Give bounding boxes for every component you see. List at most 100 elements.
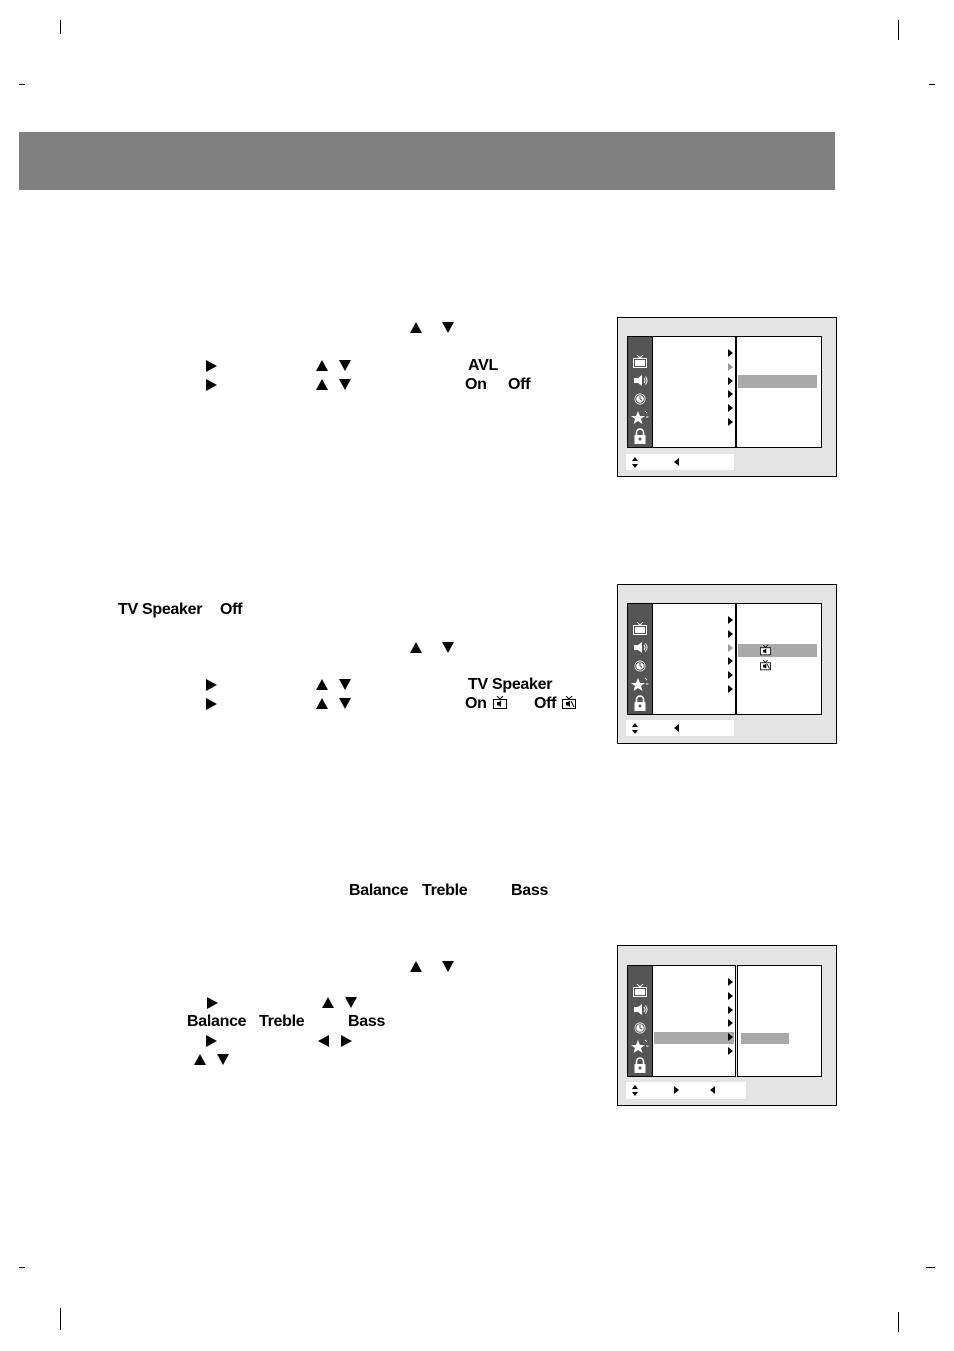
right-arrow-icon	[674, 1086, 679, 1094]
right-arrow-icon	[206, 379, 217, 391]
bass-keyword: Bass	[511, 882, 549, 899]
submenu-arrow-icon	[728, 390, 733, 398]
option-list	[736, 603, 822, 715]
selected-menu-highlight	[654, 1032, 734, 1044]
submenu-arrow-icon	[728, 630, 733, 638]
crop-mark	[19, 84, 25, 85]
menu-icon-bar	[627, 965, 653, 1077]
right-arrow-icon	[207, 997, 218, 1009]
submenu-arrow-icon	[728, 685, 733, 693]
left-arrow-icon	[674, 458, 679, 466]
osd-screen-avl	[617, 317, 837, 477]
down-arrow-icon	[345, 997, 357, 1008]
submenu-arrow-icon	[728, 377, 733, 385]
down-arrow-icon	[217, 1054, 229, 1065]
bass-keyword: Bass	[348, 1013, 386, 1030]
speaker-icon	[634, 642, 648, 653]
selected-option-highlight	[738, 644, 817, 657]
lock-icon	[634, 1057, 646, 1073]
left-arrow-icon	[318, 1035, 329, 1047]
tv-speaker-keyword: TV Speaker	[468, 676, 553, 693]
submenu-arrow-icon	[728, 978, 733, 986]
submenu-arrow-icon	[728, 992, 733, 1000]
up-arrow-icon	[316, 360, 328, 371]
tv-icon	[633, 622, 647, 635]
right-arrow-icon	[206, 679, 217, 691]
submenu-arrow-icon	[728, 671, 733, 679]
balance-keyword: Balance	[187, 1013, 247, 1030]
submenu-arrow-icon	[728, 349, 733, 357]
submenu-arrow-icon	[728, 1019, 733, 1027]
tv-speaker-off-icon	[760, 660, 771, 671]
tv-speaker-on-icon	[760, 645, 771, 656]
up-arrow-icon	[410, 642, 422, 653]
submenu-arrow-icon	[728, 657, 733, 665]
crop-mark	[898, 20, 899, 40]
tv-speaker-keyword: TV Speaker	[118, 601, 203, 618]
submenu-arrow-icon	[728, 644, 733, 652]
option-list	[736, 336, 822, 448]
balance-keyword: Balance	[349, 882, 409, 899]
menu-icon-bar	[627, 603, 653, 715]
selected-option-highlight	[738, 375, 817, 388]
submenu-arrow-icon	[728, 418, 733, 426]
selected-option-highlight	[741, 1033, 789, 1044]
avl-keyword: AVL	[468, 357, 498, 374]
up-down-icon	[632, 457, 638, 468]
up-down-icon	[632, 723, 638, 734]
left-arrow-icon	[710, 1086, 715, 1094]
down-arrow-icon	[339, 698, 351, 709]
menu-list	[652, 336, 736, 448]
up-arrow-icon	[410, 961, 422, 972]
up-arrow-icon	[316, 379, 328, 390]
submenu-arrow-icon	[728, 363, 733, 371]
down-arrow-icon	[339, 379, 351, 390]
osd-nav-bar	[626, 720, 734, 736]
star-icon	[631, 677, 649, 691]
osd-nav-bar	[626, 454, 734, 470]
speaker-icon	[634, 1004, 648, 1015]
down-arrow-icon	[339, 360, 351, 371]
tv-icon	[633, 355, 647, 368]
star-icon	[631, 1039, 649, 1053]
speaker-icon	[634, 375, 648, 386]
treble-keyword: Treble	[422, 882, 468, 899]
crop-mark	[60, 20, 61, 34]
right-arrow-icon	[206, 1035, 217, 1047]
up-arrow-icon	[316, 698, 328, 709]
osd-screen-tv-speaker	[617, 584, 837, 744]
option-list	[737, 965, 822, 1077]
clock-icon	[634, 660, 646, 672]
clock-icon	[634, 393, 646, 405]
down-arrow-icon	[442, 322, 454, 333]
up-arrow-icon	[316, 679, 328, 690]
menu-icon-bar	[627, 336, 653, 448]
on-keyword: On	[465, 695, 487, 712]
osd-screen-balance	[617, 945, 837, 1106]
submenu-arrow-icon	[728, 616, 733, 624]
tv-speaker-off-icon	[562, 696, 576, 709]
lock-icon	[634, 428, 646, 444]
off-keyword: Off	[508, 376, 531, 393]
tv-speaker-on-icon	[493, 696, 507, 709]
submenu-arrow-icon	[728, 1033, 733, 1041]
crop-mark	[926, 1267, 935, 1268]
section-header-bar	[19, 132, 835, 190]
up-arrow-icon	[322, 997, 334, 1008]
down-arrow-icon	[442, 961, 454, 972]
crop-mark	[898, 1312, 899, 1332]
crop-mark	[60, 1308, 61, 1330]
star-icon	[631, 410, 649, 424]
menu-list	[652, 965, 736, 1077]
right-arrow-icon	[206, 698, 217, 710]
submenu-arrow-icon	[728, 404, 733, 412]
right-arrow-icon	[206, 360, 217, 372]
right-arrow-icon	[341, 1035, 352, 1047]
osd-nav-bar	[626, 1082, 746, 1099]
clock-icon	[634, 1022, 646, 1034]
lock-icon	[634, 695, 646, 711]
up-arrow-icon	[410, 322, 422, 333]
left-arrow-icon	[674, 724, 679, 732]
down-arrow-icon	[339, 679, 351, 690]
treble-keyword: Treble	[259, 1013, 305, 1030]
